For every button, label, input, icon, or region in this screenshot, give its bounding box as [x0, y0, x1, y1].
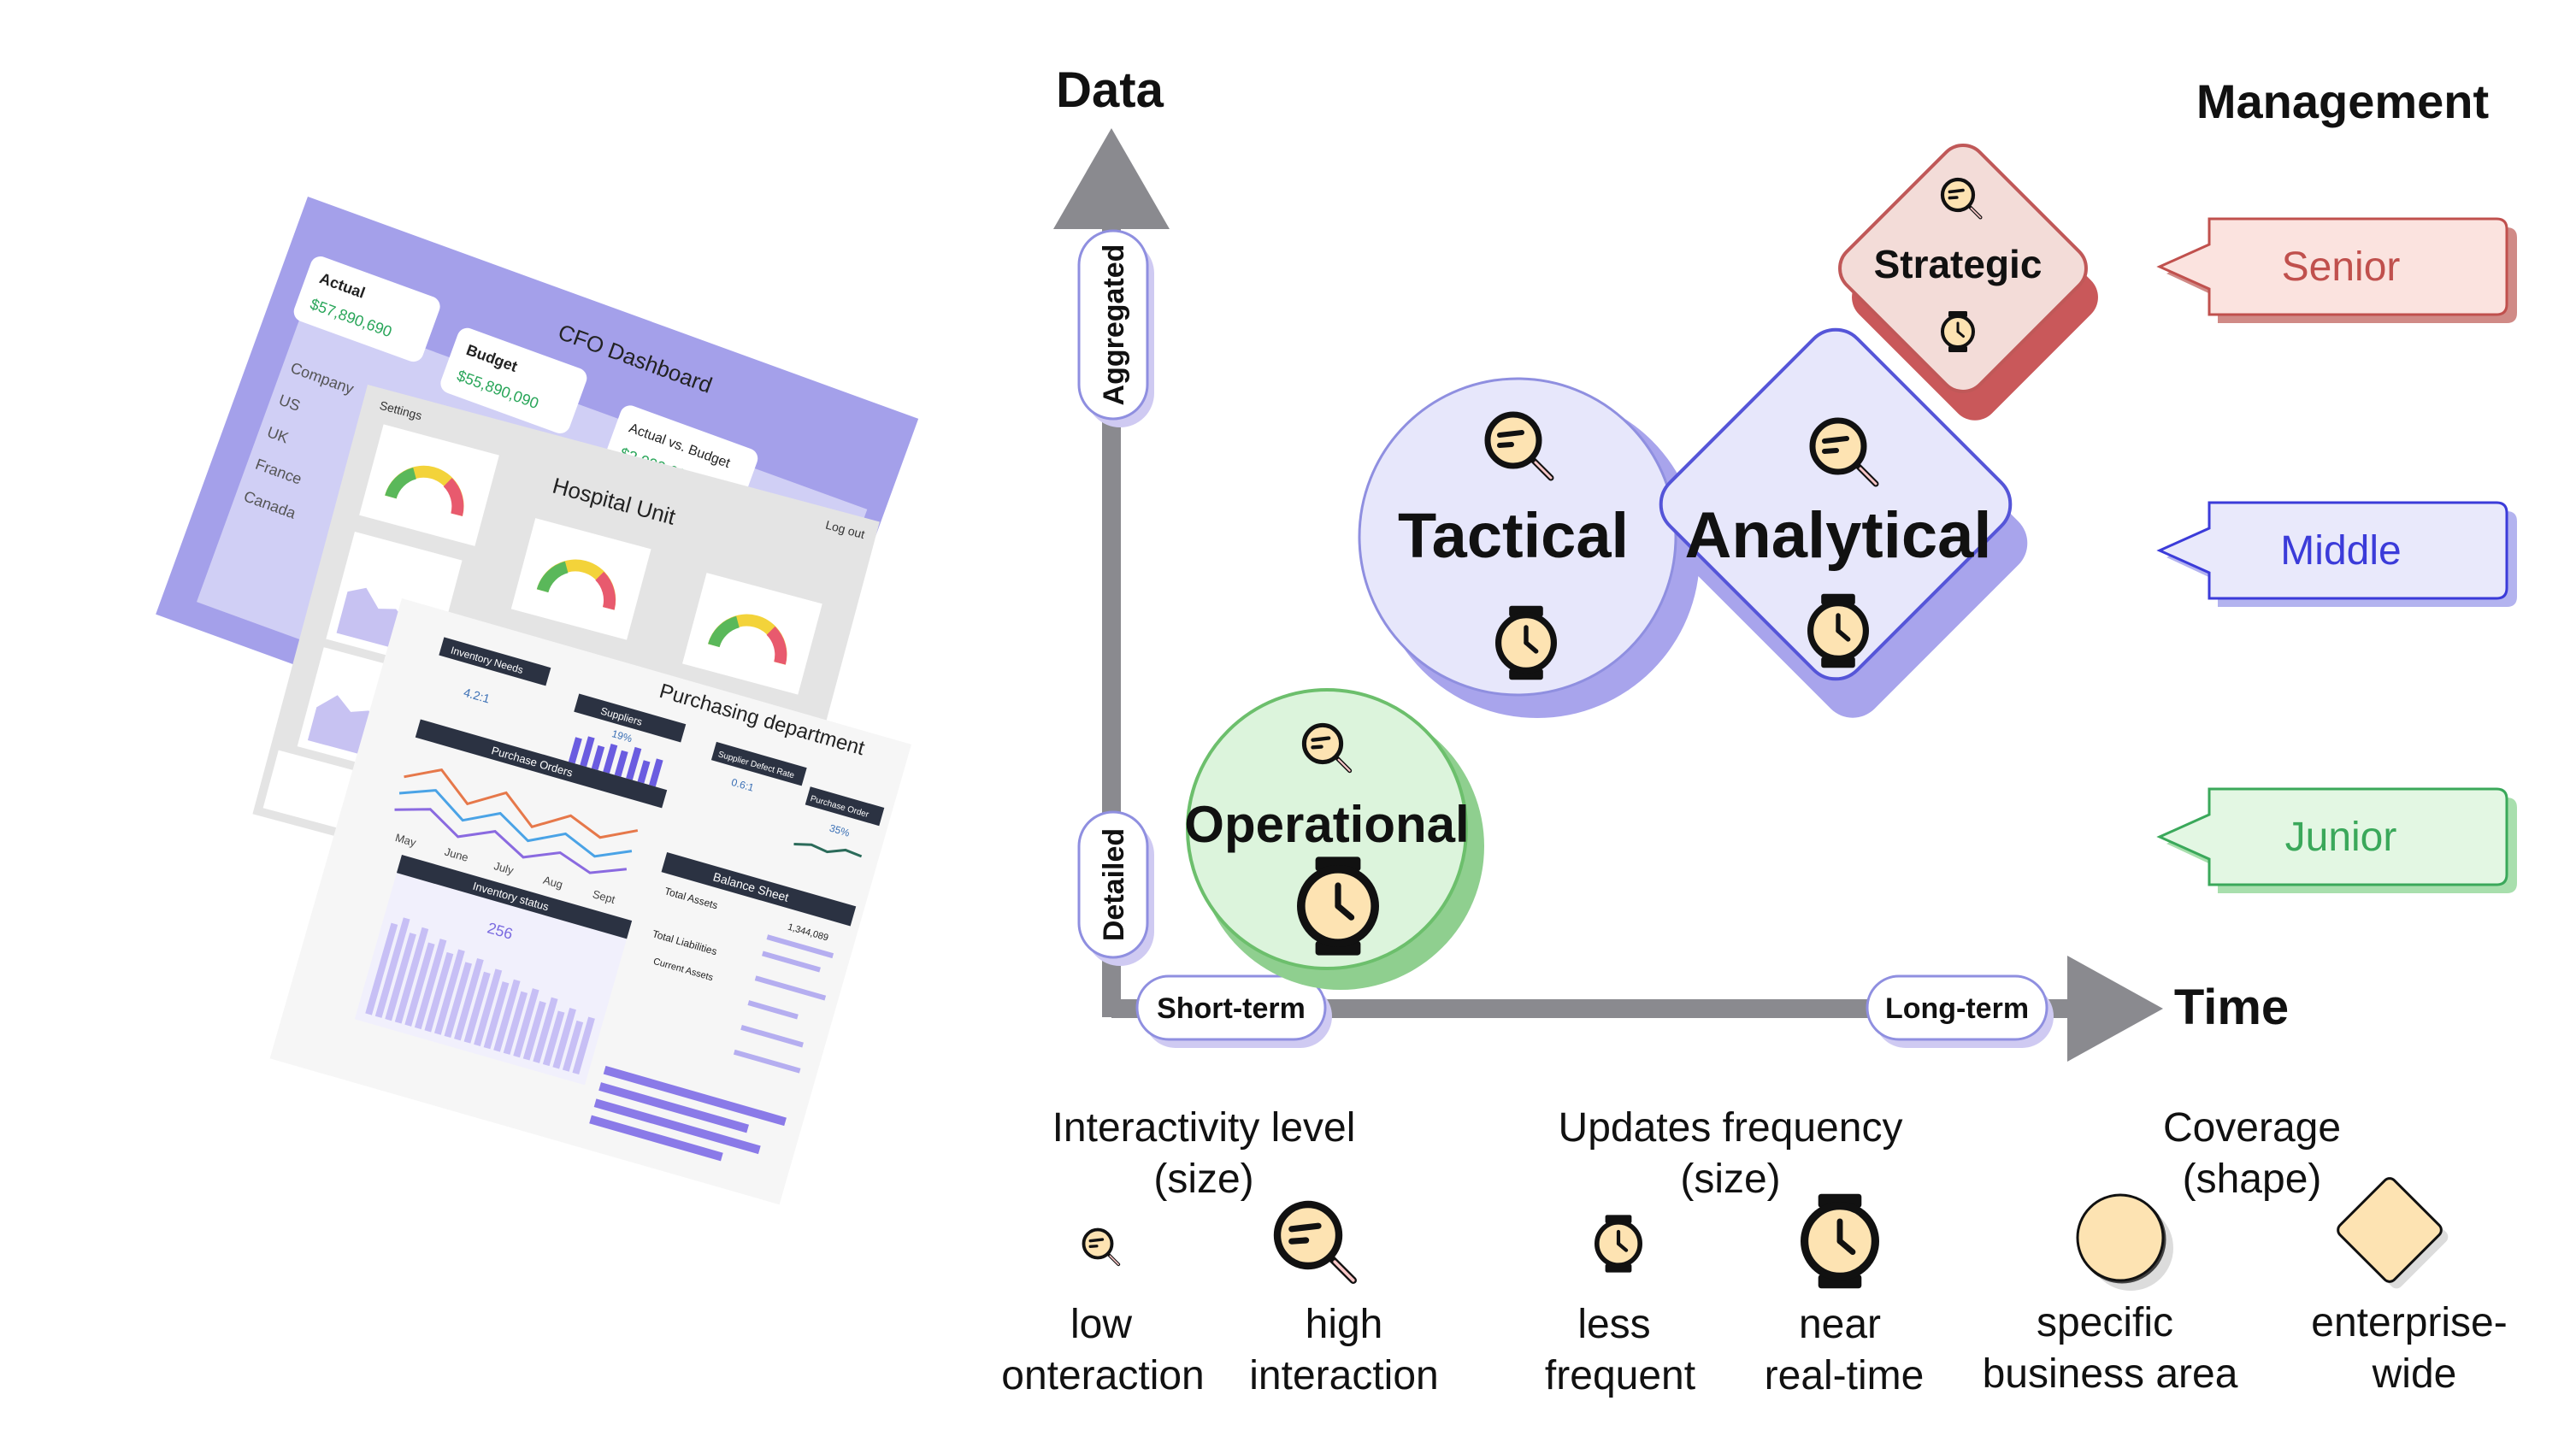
purchase-order-value: 35% — [828, 822, 851, 839]
legend-specific-label: specific — [2037, 1300, 2173, 1345]
management-title: Management — [2196, 74, 2489, 128]
legend-high-label: high — [1306, 1302, 1383, 1347]
management-level-label: Senior — [2282, 244, 2401, 290]
legend-coverage-title: Coverage — [2163, 1105, 2341, 1151]
legend-low-label: low — [1070, 1302, 1132, 1347]
management-level-label: Middle — [2280, 528, 2401, 574]
y-high-label: Aggregated — [1098, 244, 1130, 406]
legend: Interactivity level (size) low onteracti… — [1001, 1105, 2507, 1398]
analytical-node: Analytical — [1659, 327, 2028, 718]
x-low-pill: Short-term — [1135, 974, 1332, 1048]
x-low-label: Short-term — [1157, 992, 1306, 1025]
y-low-label: Detailed — [1098, 828, 1130, 941]
month-label: June — [443, 845, 469, 864]
coverage-diamond-icon — [2337, 1177, 2443, 1283]
y-high-pill: Aggregated — [1077, 229, 1154, 427]
low-interaction-magnifier-icon — [1082, 1227, 1121, 1267]
legend-less-label: less — [1577, 1302, 1650, 1347]
month-label: May — [394, 831, 418, 849]
legend-interactivity-title: Interactivity level — [1052, 1105, 1356, 1151]
legend-updates-title: Updates frequency — [1559, 1105, 1903, 1151]
x-axis-arrowhead — [2067, 956, 2163, 1062]
month-label: Aug — [542, 874, 564, 892]
suppliers-value: 19% — [610, 727, 634, 745]
tactical-node: Tactical — [1358, 377, 1700, 718]
management-level-senior: Senior — [2156, 217, 2517, 323]
legend-less-label-2: frequent — [1545, 1353, 1695, 1398]
high-interaction-magnifier-icon — [1277, 1204, 1353, 1280]
operational-label: Operational — [1184, 796, 1469, 853]
x-axis-title: Time — [2174, 980, 2289, 1035]
y-axis-title: Data — [1056, 62, 1164, 118]
month-label: Sept — [591, 887, 616, 906]
legend-coverage-subtitle: (shape) — [2183, 1157, 2322, 1202]
legend-interactivity-subtitle: (size) — [1153, 1157, 1253, 1202]
y-axis-arrowhead — [1053, 128, 1170, 229]
y-low-pill: Detailed — [1077, 810, 1154, 966]
legend-specific-label-2: business area — [1983, 1351, 2238, 1397]
purchasing-dashboard-card: Purchasing department Inventory Needs 4.… — [269, 598, 911, 1205]
legend-updates-subtitle: (size) — [1680, 1157, 1780, 1202]
legend-near-label-2: real-time — [1765, 1353, 1925, 1398]
legend-near-label: near — [1799, 1302, 1881, 1347]
management-level-label: Junior — [2285, 815, 2397, 860]
legend-wide-label-2: wide — [2372, 1351, 2457, 1397]
legend-wide-label: enterprise- — [2311, 1300, 2507, 1345]
strategic-node: Strategic — [1838, 144, 2098, 421]
analytical-label: Analytical — [1684, 499, 1991, 572]
x-high-label: Long-term — [1885, 992, 2029, 1025]
axes: Data Time Aggregated Detailed Short-term… — [1053, 62, 2289, 1062]
management-level-junior: Junior — [2156, 787, 2517, 893]
tactical-label: Tactical — [1398, 500, 1629, 571]
operational-node: Operational — [1184, 688, 1484, 990]
legend-high-label-2: interaction — [1249, 1353, 1438, 1398]
x-high-pill: Long-term — [1866, 974, 2054, 1048]
month-label: July — [492, 859, 516, 877]
management-level-middle: Middle — [2156, 501, 2517, 607]
dashboard-types: Tactical Analytical Strategic Operationa… — [1184, 144, 2098, 990]
inventory-status-card: Inventory status 256 — [354, 855, 633, 1086]
legend-low-label-2: onteraction — [1001, 1353, 1205, 1398]
dashboard-collage: CFO Dashboard Actual $57,890,690 Budget … — [156, 197, 919, 1205]
less-frequent-watch-icon — [1597, 1215, 1640, 1272]
strategic-label: Strategic — [1874, 242, 2043, 286]
near-real-time-watch-icon — [1805, 1194, 1876, 1288]
